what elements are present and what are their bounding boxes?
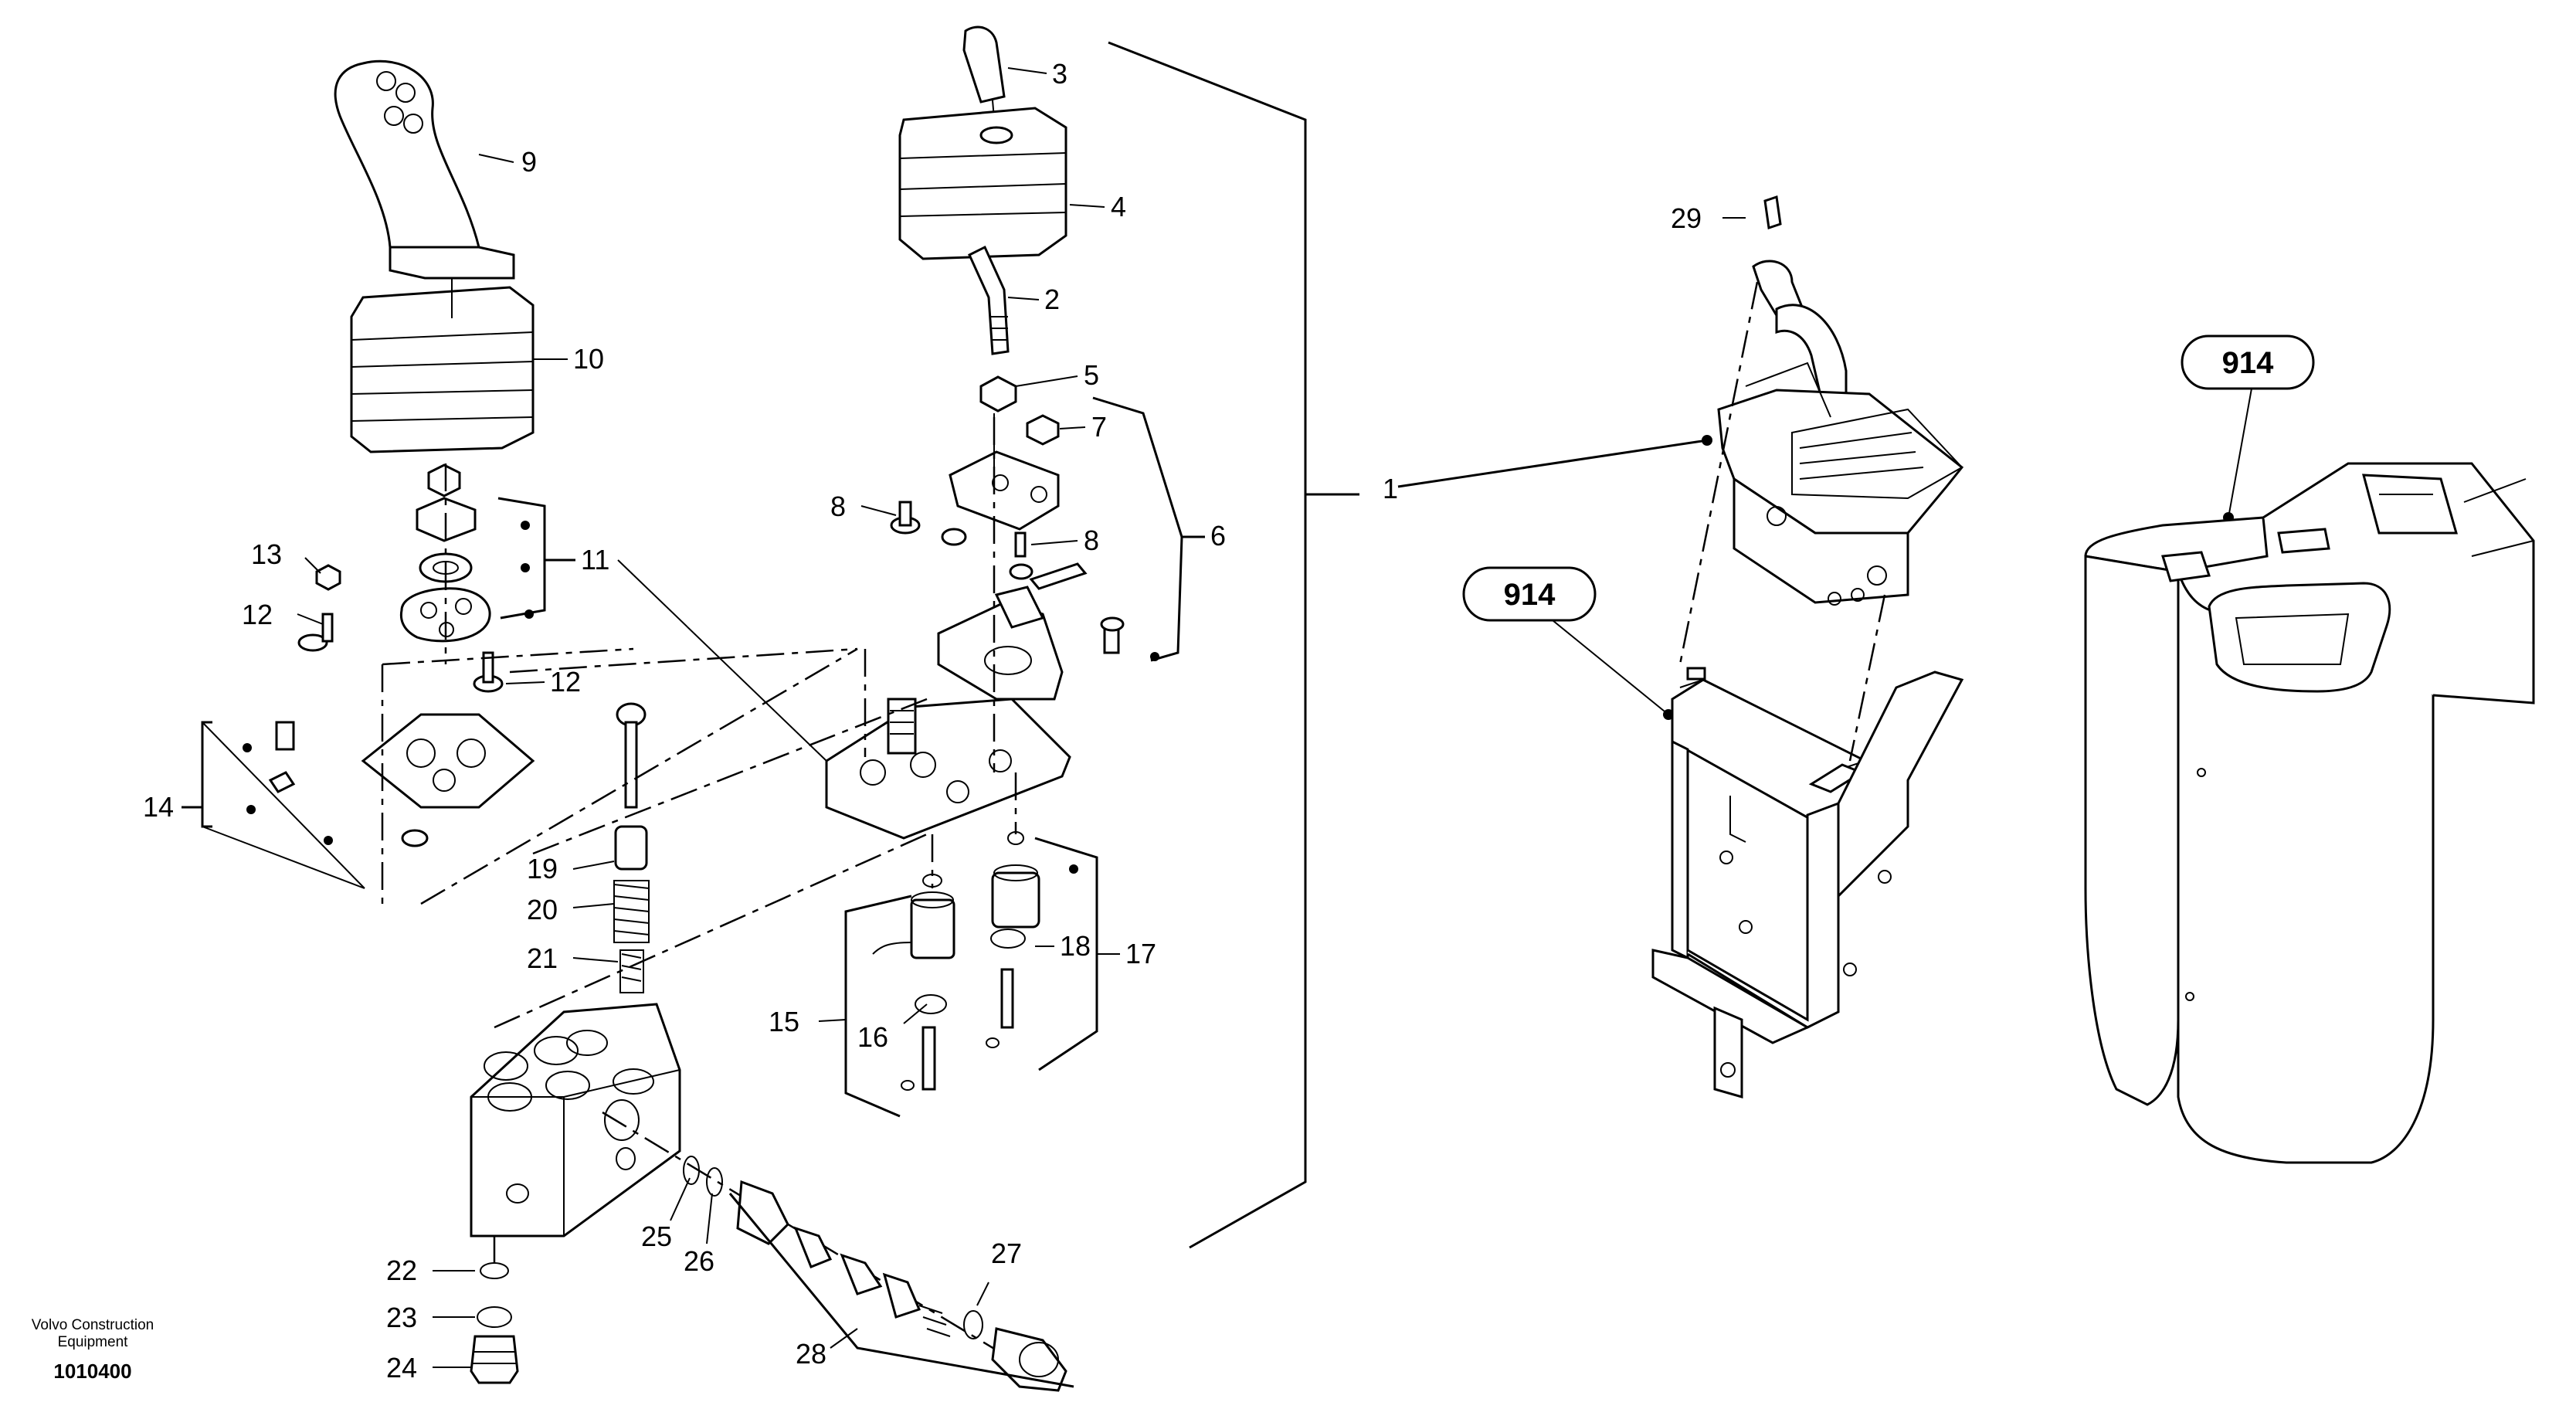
callout-18: 18 [1060,930,1091,962]
solenoid-valves-15-18 [872,831,1040,1091]
callout-12b: 12 [550,666,581,698]
bracket-17 [1034,837,1098,1071]
central-plate [825,698,1071,840]
callout-28: 28 [796,1338,826,1370]
callout-12a: 12 [242,599,273,630]
callout-2: 2 [1044,283,1060,315]
callout-5: 5 [1084,359,1099,391]
callout-9: 9 [521,146,537,178]
ref-label-914-left-text: 914 [1504,578,1556,612]
group-bracket-1 [1108,41,1307,1249]
callout-7: 7 [1091,411,1107,443]
callout-15: 15 [769,1006,799,1037]
callout-8b: 8 [1084,525,1099,556]
callout-22: 22 [386,1255,417,1286]
bracket-15 [844,895,912,1118]
callout-3: 3 [1052,58,1067,90]
callout-17: 17 [1125,938,1156,969]
leader-1-to-assembly [1397,439,1708,488]
centre-lines [381,417,1017,1267]
callout-27: 27 [991,1238,1022,1269]
callout-23: 23 [386,1302,417,1333]
valve-body [470,1003,1051,1384]
callout-25: 25 [641,1221,672,1252]
nut-part-5 [979,375,1017,413]
seal-plug-22-24 [470,1262,519,1384]
bellows-boot-part-10 [350,278,535,453]
mounting-bracket-914 [1651,667,1964,1098]
cartridge-25-28 [683,1156,1067,1392]
callout-numbers: 1 2 3 4 5 6 7 8 8 9 10 11 12 12 13 14 15… [143,58,1702,1384]
callout-29: 29 [1671,202,1702,234]
ref-label-914-left: 914 [1462,566,1669,715]
callout-4: 4 [1111,191,1126,222]
lever-rod-part-2 [968,245,1010,355]
callout-21: 21 [527,942,558,974]
callout-11: 11 [581,544,609,575]
alignment-line-a [1678,281,1759,665]
lever-bracket-part-6 [890,413,1125,701]
cover-914 [2084,462,2535,1164]
callout-6: 6 [1210,520,1226,552]
bracket-28 [728,1193,1074,1388]
callout-16: 16 [857,1021,888,1053]
ref-label-914-right: 914 [2181,334,2315,518]
drawing-number: 1010400 [53,1360,132,1383]
callout-10: 10 [573,343,604,375]
screws-part-12-13 [297,564,504,693]
callout-26: 26 [684,1245,714,1277]
callout-19: 19 [527,853,558,884]
plunger-springs-19-21 [613,702,650,993]
company-name: Volvo Construction Equipment [15,1317,170,1351]
joystick-grip-part-9 [334,59,515,280]
base-plate-part-14 [268,713,535,847]
callout-1: 1 [1383,473,1398,504]
callout-8a: 8 [830,491,846,522]
company-line-2: Equipment [57,1334,128,1350]
callout-24: 24 [386,1352,417,1384]
boot-part-4 [898,107,1067,260]
control-assembly-photo-sketch [1717,195,1964,606]
callout-13: 13 [251,538,282,570]
bracket-11 [497,497,546,620]
leader-14-diag [202,721,365,889]
bracket-14 [182,721,212,828]
company-line-1: Volvo Construction [31,1317,154,1333]
ref-label-914-right-text: 914 [2222,346,2274,380]
callout-20: 20 [527,894,558,925]
callout-leaders [297,67,1746,1368]
callout-14: 14 [143,791,174,823]
